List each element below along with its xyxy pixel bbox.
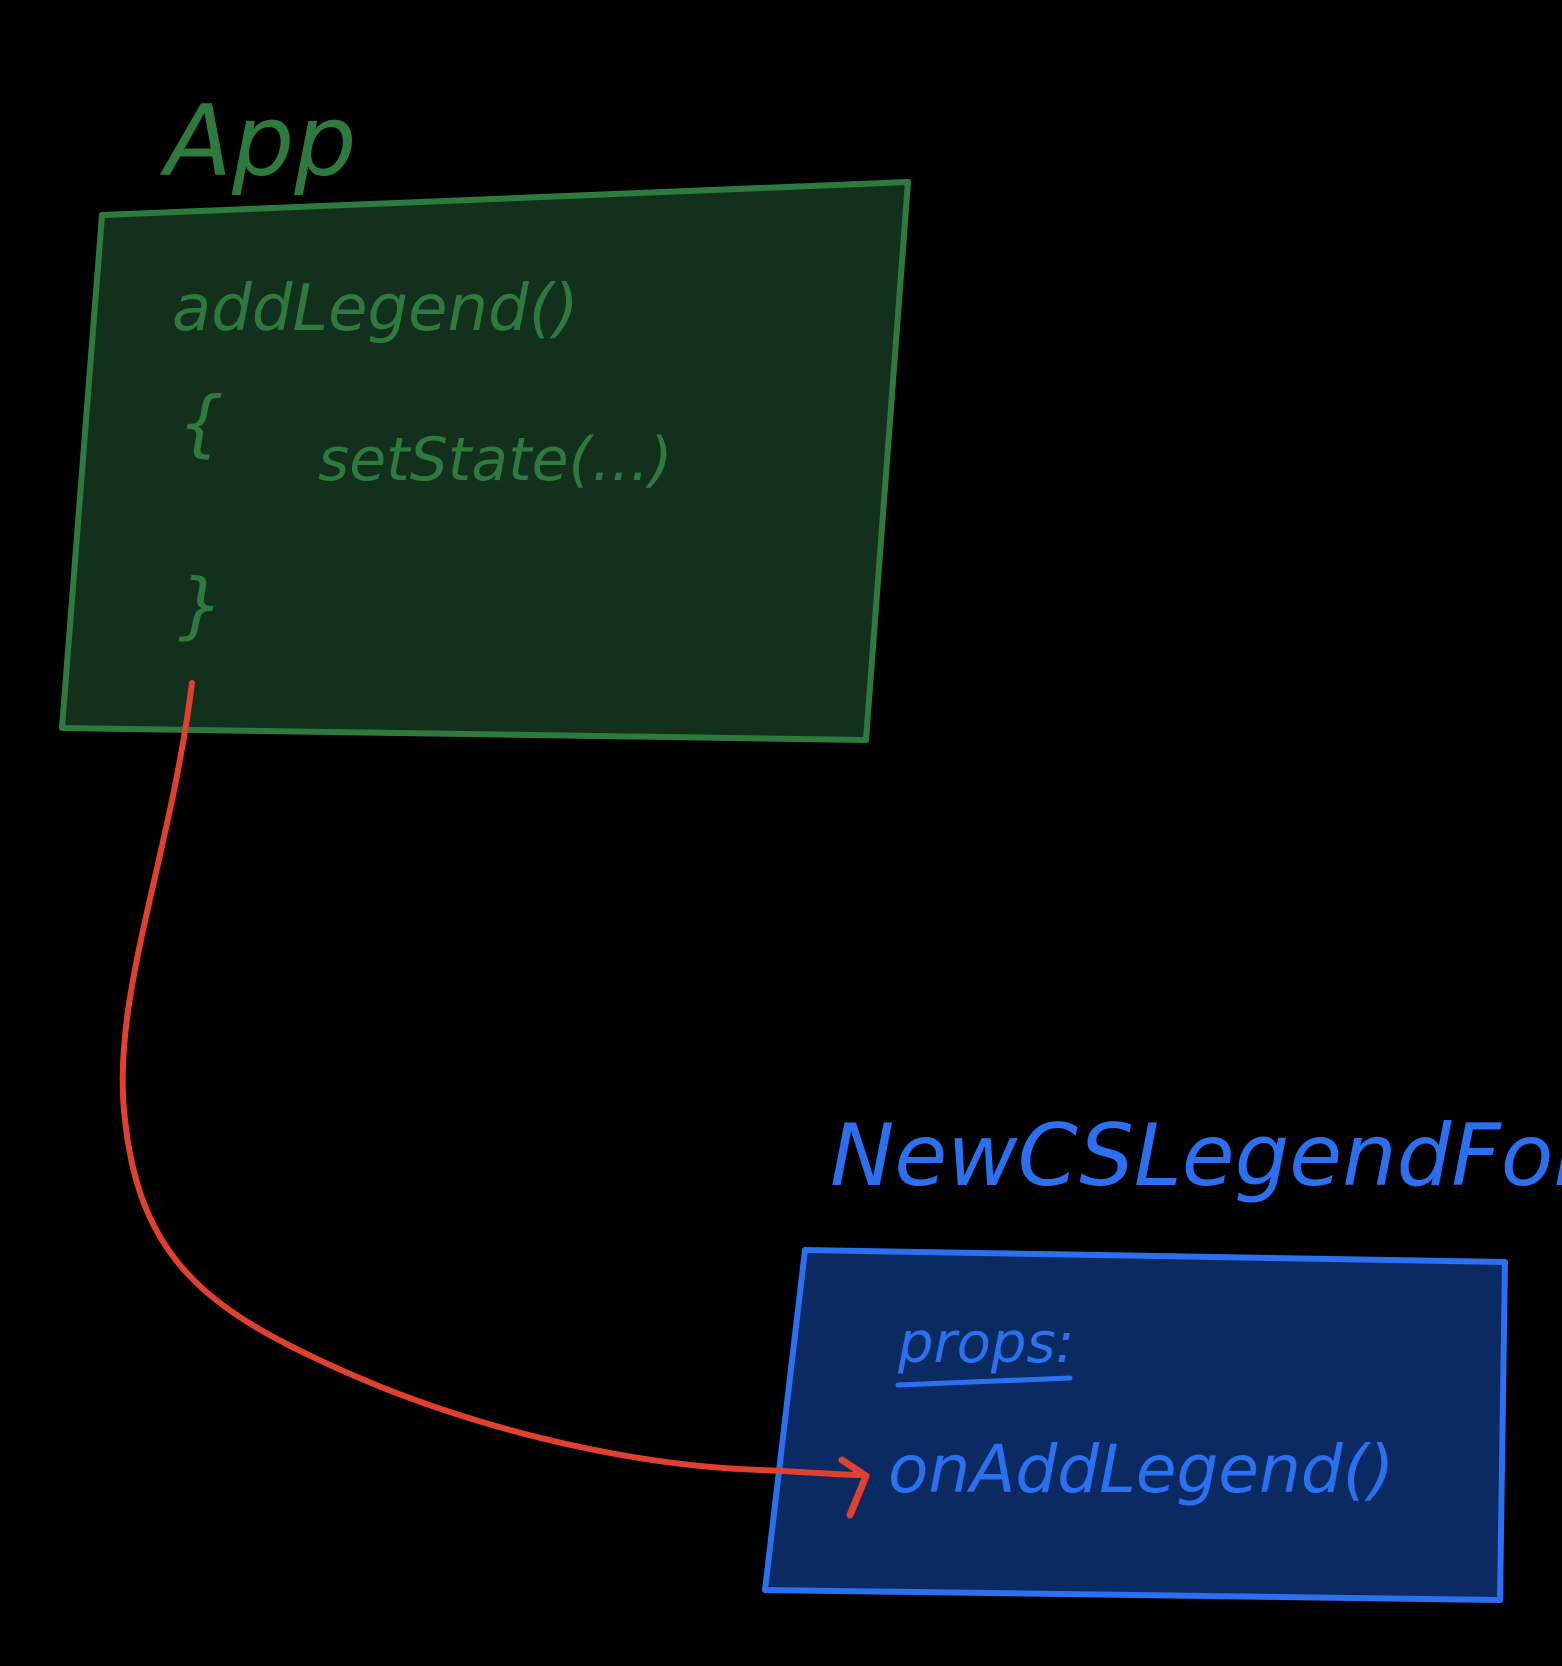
app-open-brace: { xyxy=(178,381,224,465)
app-title: App xyxy=(159,85,356,199)
app-component: App addLegend() { setState(...) } xyxy=(59,85,911,743)
callback-arrow xyxy=(119,680,870,1519)
form-props-underline xyxy=(895,1375,1073,1388)
form-box xyxy=(762,1247,1508,1603)
form-props-label: props: xyxy=(897,1311,1074,1376)
arrow-head xyxy=(838,1456,870,1519)
form-title: NewCSLegendForm xyxy=(830,1106,1562,1206)
app-close-brace: } xyxy=(178,563,224,647)
app-box xyxy=(59,179,911,743)
arrow-line xyxy=(119,680,863,1478)
app-method-label: addLegend() xyxy=(172,272,579,346)
form-component: NewCSLegendForm props: onAddLegend() xyxy=(762,1106,1562,1603)
app-body-label: setState(...) xyxy=(318,425,673,495)
form-prop-item: onAddLegend() xyxy=(888,1431,1394,1508)
